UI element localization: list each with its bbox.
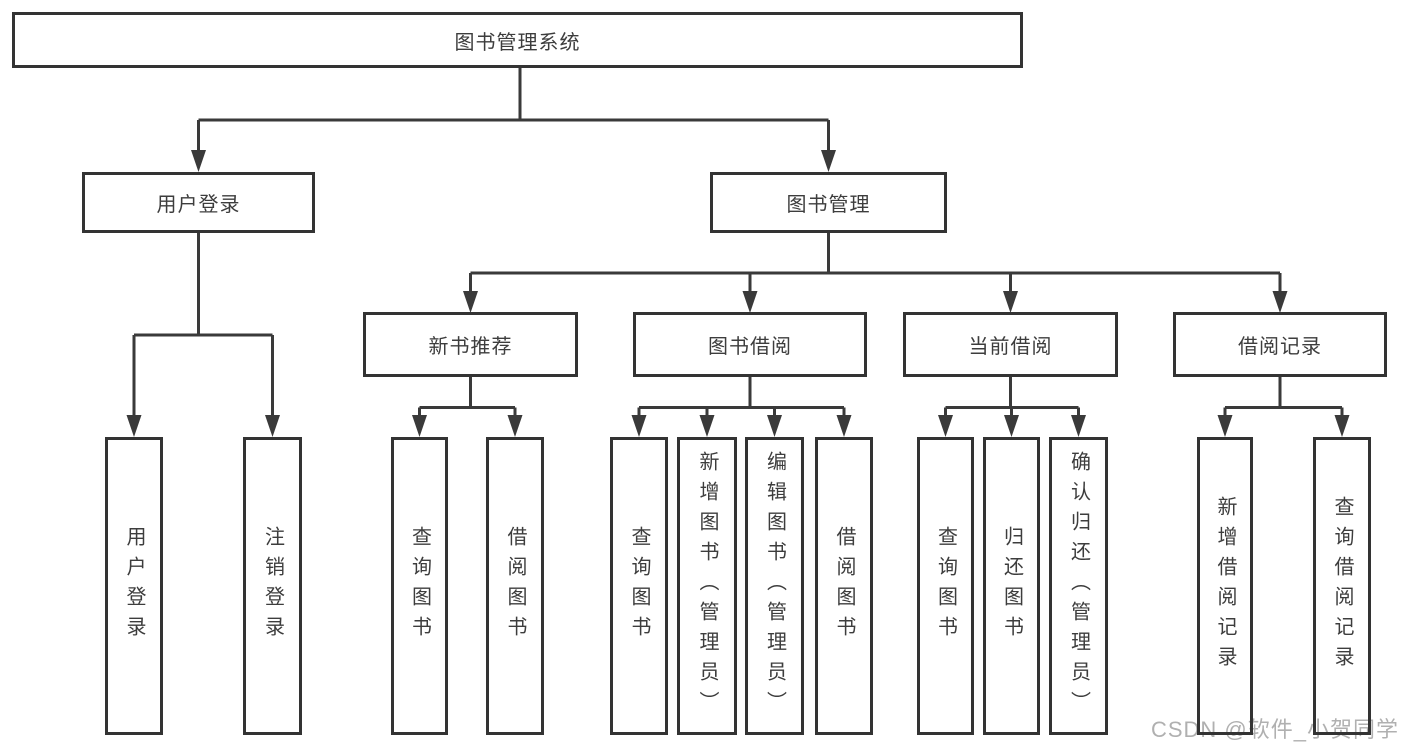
leaf-borrow-query-books: 查询图书 — [610, 437, 668, 735]
csdn-watermark: CSDN @软件_小贺同学 — [1150, 717, 1399, 742]
leaf-records-add-record: 新增借阅记录 — [1197, 437, 1253, 735]
leaf-current-query-books: 查询图书 — [917, 437, 974, 735]
connector-paths — [132, 68, 1344, 417]
leaf-newbook-query-books: 查询图书 — [391, 437, 448, 735]
leaf-current-return-books: 归还图书 — [983, 437, 1040, 735]
leaf-borrow-edit-books-admin: 编辑图书（管理员） — [745, 437, 804, 735]
leaf-logout: 注销登录 — [243, 437, 302, 735]
leaf-records-query-record: 查询借阅记录 — [1313, 437, 1371, 735]
node-borrowing-records: 借阅记录 — [1173, 312, 1387, 377]
node-root-system: 图书管理系统 — [12, 12, 1023, 68]
leaf-borrow-add-books-admin: 新增图书（管理员） — [677, 437, 737, 735]
leaf-current-confirm-return-admin: 确认归还（管理员） — [1049, 437, 1108, 735]
leaf-newbook-borrow-books: 借阅图书 — [486, 437, 544, 735]
node-user-login: 用户登录 — [82, 172, 315, 233]
leaf-borrow-borrow-books: 借阅图书 — [815, 437, 873, 735]
node-current-borrowing: 当前借阅 — [903, 312, 1118, 377]
node-book-borrowing: 图书借阅 — [633, 312, 867, 377]
node-new-book-recommend: 新书推荐 — [363, 312, 578, 377]
leaf-user-login: 用户登录 — [105, 437, 163, 735]
node-book-management: 图书管理 — [710, 172, 947, 233]
